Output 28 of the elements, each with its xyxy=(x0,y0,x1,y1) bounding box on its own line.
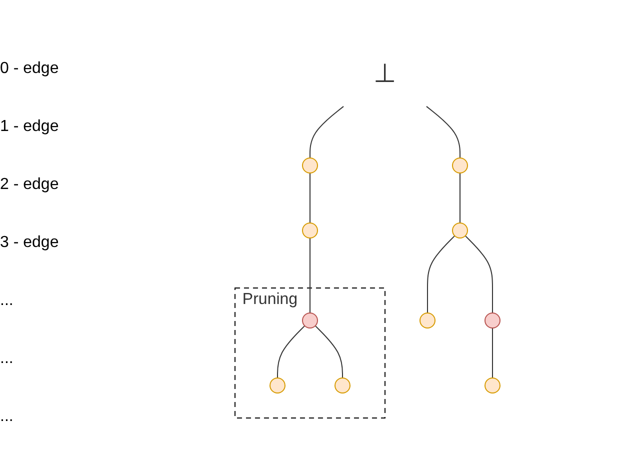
connector xyxy=(276,325,305,378)
level-label: 2 - edge xyxy=(0,176,60,194)
level-label: 3 - edge xyxy=(0,234,60,252)
node-circle xyxy=(302,312,318,328)
connector xyxy=(309,172,310,224)
level-label: ... xyxy=(0,292,14,310)
connector xyxy=(426,106,460,158)
level-label: 1 - edge xyxy=(0,118,60,136)
connector xyxy=(459,172,460,224)
cluster: Pruning xyxy=(234,288,385,418)
node-circle xyxy=(452,222,468,238)
node-circle xyxy=(269,378,285,394)
connector xyxy=(464,235,492,314)
node-circle xyxy=(484,378,500,394)
node-circle xyxy=(419,312,435,328)
node-circle xyxy=(334,378,350,394)
level-label: 0 - edge xyxy=(0,60,60,78)
level-label: ... xyxy=(0,408,14,426)
node-circle xyxy=(302,158,318,174)
connector xyxy=(309,238,310,314)
node-circle xyxy=(484,312,500,328)
node-circle xyxy=(302,222,318,238)
connector xyxy=(309,106,344,158)
level-label: ... xyxy=(0,350,14,368)
connector xyxy=(426,235,455,314)
connector xyxy=(314,325,342,378)
node-text: ⊥ xyxy=(373,58,396,88)
node-circle xyxy=(452,158,468,174)
